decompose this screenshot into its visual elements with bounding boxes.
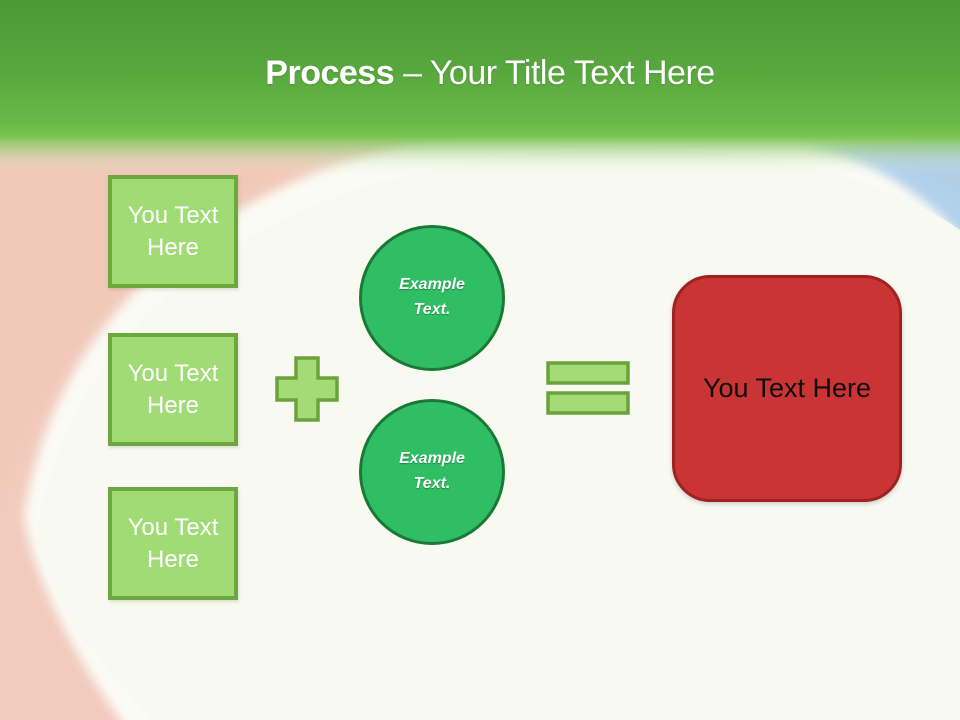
input-box-3: You Text Here [108,487,238,600]
input-box-label: You Text Here [127,202,219,261]
title-rest: – Your Title Text Here [403,54,715,92]
green-header-band [0,0,960,175]
input-box-label: You Text Here [127,360,219,419]
input-box-1: You Text Here [108,175,238,288]
example-circle-2: Example Text. [359,399,505,545]
example-circle-label: Example Text. [399,276,465,318]
example-circle-label: Example Text. [399,450,465,492]
plus-icon [275,356,339,422]
title-emphasis: Process [265,54,395,92]
slide-title: Process– Your Title Text Here [10,54,960,93]
equals-icon [546,361,630,415]
example-circle-1: Example Text. [359,225,505,371]
input-box-2: You Text Here [108,333,238,446]
result-box-label: You Text Here [702,373,872,403]
result-box: You Text Here [672,275,902,502]
input-box-label: You Text Here [127,514,219,573]
